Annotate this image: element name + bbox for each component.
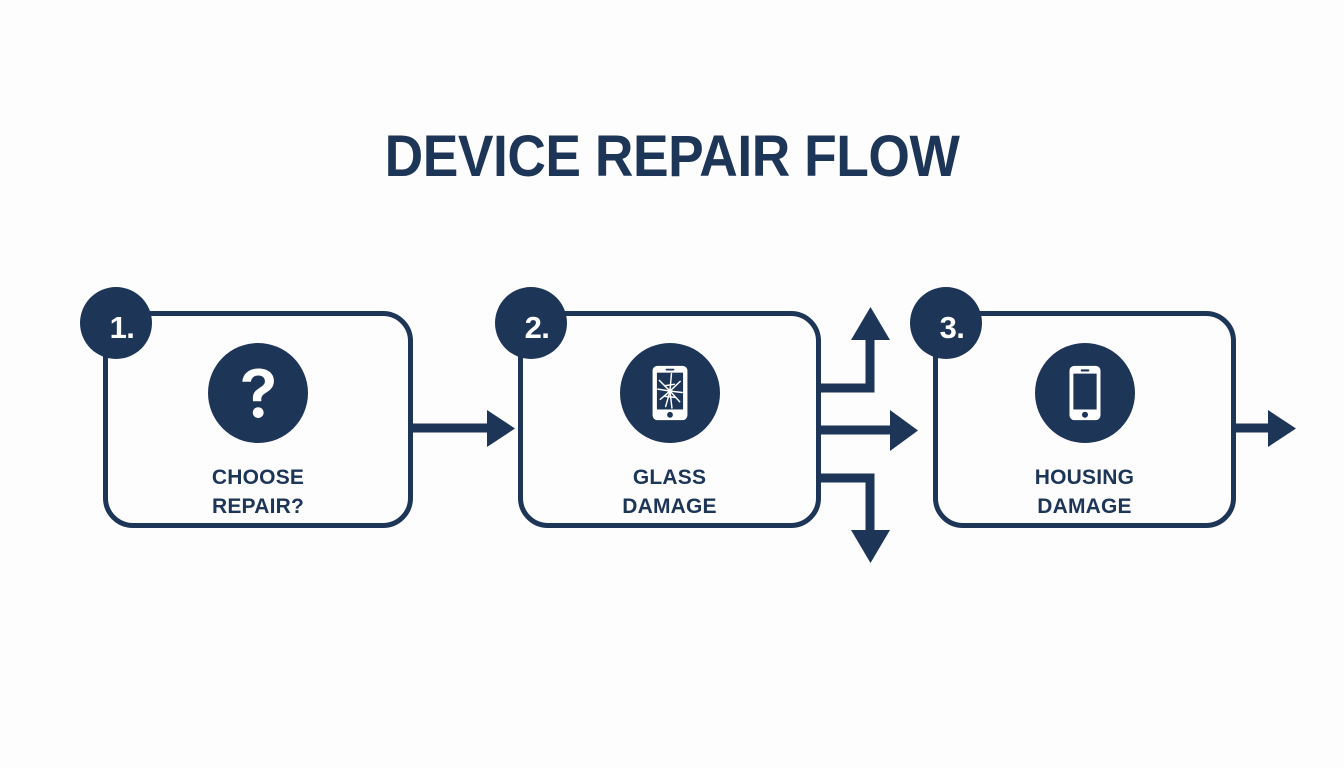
step-badge-3: 3. bbox=[910, 287, 982, 359]
arrow-step1-to-step2 bbox=[413, 410, 515, 447]
card-label-2-line1: GLASS bbox=[632, 466, 707, 489]
card-label-1: CHOOSE REPAIR? bbox=[212, 463, 304, 521]
flow-step-card-1[interactable]: 1. CHOOSE REPAIR? bbox=[80, 287, 413, 528]
card-label-2-line2: DAMAGE bbox=[622, 495, 717, 518]
branch-arrow-down bbox=[821, 473, 890, 563]
step-badge-1: 1. bbox=[80, 287, 152, 359]
flow-step-card-3[interactable]: 3. HOUSING DAMAGE bbox=[910, 287, 1236, 528]
card-content-2: GLASS DAMAGE bbox=[523, 316, 816, 523]
card-content-1: CHOOSE REPAIR? bbox=[108, 316, 408, 523]
card-label-3-line2: DAMAGE bbox=[1037, 495, 1132, 518]
flow-step-card-2[interactable]: 2. bbox=[495, 287, 821, 528]
card-label-3-line1: HOUSING bbox=[1034, 466, 1135, 489]
card-label-1-line1: CHOOSE bbox=[211, 466, 305, 489]
branch-arrow-right bbox=[821, 410, 918, 451]
step-badge-2: 2. bbox=[495, 287, 567, 359]
arrow-step3-out bbox=[1236, 410, 1296, 447]
card-label-2: GLASS DAMAGE bbox=[622, 463, 717, 521]
card-label-3: HOUSING DAMAGE bbox=[1035, 463, 1134, 521]
page-title: DEVICE REPAIR FLOW bbox=[384, 124, 960, 189]
branch-arrow-up bbox=[821, 307, 890, 393]
question-mark-icon bbox=[208, 343, 308, 443]
phone-icon bbox=[1034, 343, 1135, 443]
card-content-3: HOUSING DAMAGE bbox=[938, 316, 1231, 523]
card-label-1-line2: REPAIR? bbox=[211, 495, 304, 518]
cracked-phone-icon bbox=[619, 343, 720, 443]
